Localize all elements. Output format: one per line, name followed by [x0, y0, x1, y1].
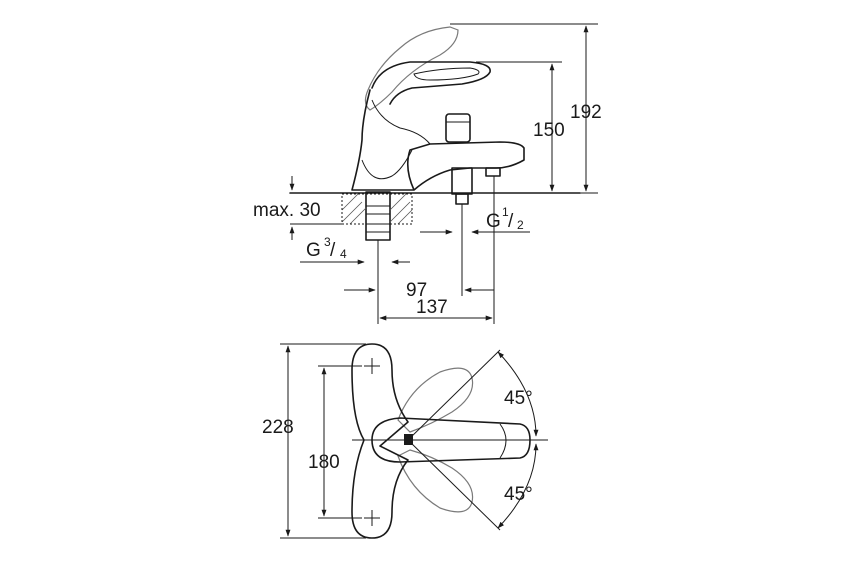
- side-view: 192 150 max. 30 G 3 / 4 G 1 / 2: [253, 23, 602, 324]
- dim-192: 192: [570, 102, 602, 123]
- body-shade: [371, 99, 431, 145]
- svg-text:G: G: [486, 211, 501, 232]
- dim-150: 150: [533, 120, 565, 141]
- diverter-knob: [445, 113, 471, 143]
- svg-text:1: 1: [502, 205, 509, 219]
- top-view: 45° 45° 228 180: [262, 343, 548, 539]
- svg-text:2: 2: [517, 218, 524, 232]
- angle-upper: 45°: [504, 388, 533, 409]
- body-curve: [361, 149, 413, 180]
- dim-137: 137: [416, 297, 448, 318]
- dim-max-30: max. 30: [253, 200, 321, 221]
- inlet-pipe: [365, 191, 391, 241]
- angle-lower: 45°: [504, 484, 533, 505]
- dim-97: 97: [406, 280, 427, 301]
- lever-raised-outline: [364, 26, 459, 111]
- svg-text:/: /: [330, 240, 336, 261]
- svg-text:4: 4: [340, 247, 347, 261]
- deck-hatch: [341, 193, 413, 225]
- lever: [371, 61, 491, 105]
- dim-228: 228: [262, 417, 294, 438]
- escutcheon-plate: [351, 343, 409, 539]
- outlet-connector: [451, 167, 473, 195]
- thread-outlet-label: G 1 / 2: [486, 205, 524, 232]
- thread-inlet-label: G 3 / 4: [306, 235, 347, 261]
- lever-swing-upper: [397, 367, 474, 433]
- dim-180: 180: [308, 452, 340, 473]
- svg-text:3: 3: [324, 235, 331, 249]
- lever-inner: [413, 67, 480, 81]
- svg-text:/: /: [508, 211, 514, 232]
- svg-text:G: G: [306, 240, 321, 261]
- mount-marks: [364, 358, 380, 526]
